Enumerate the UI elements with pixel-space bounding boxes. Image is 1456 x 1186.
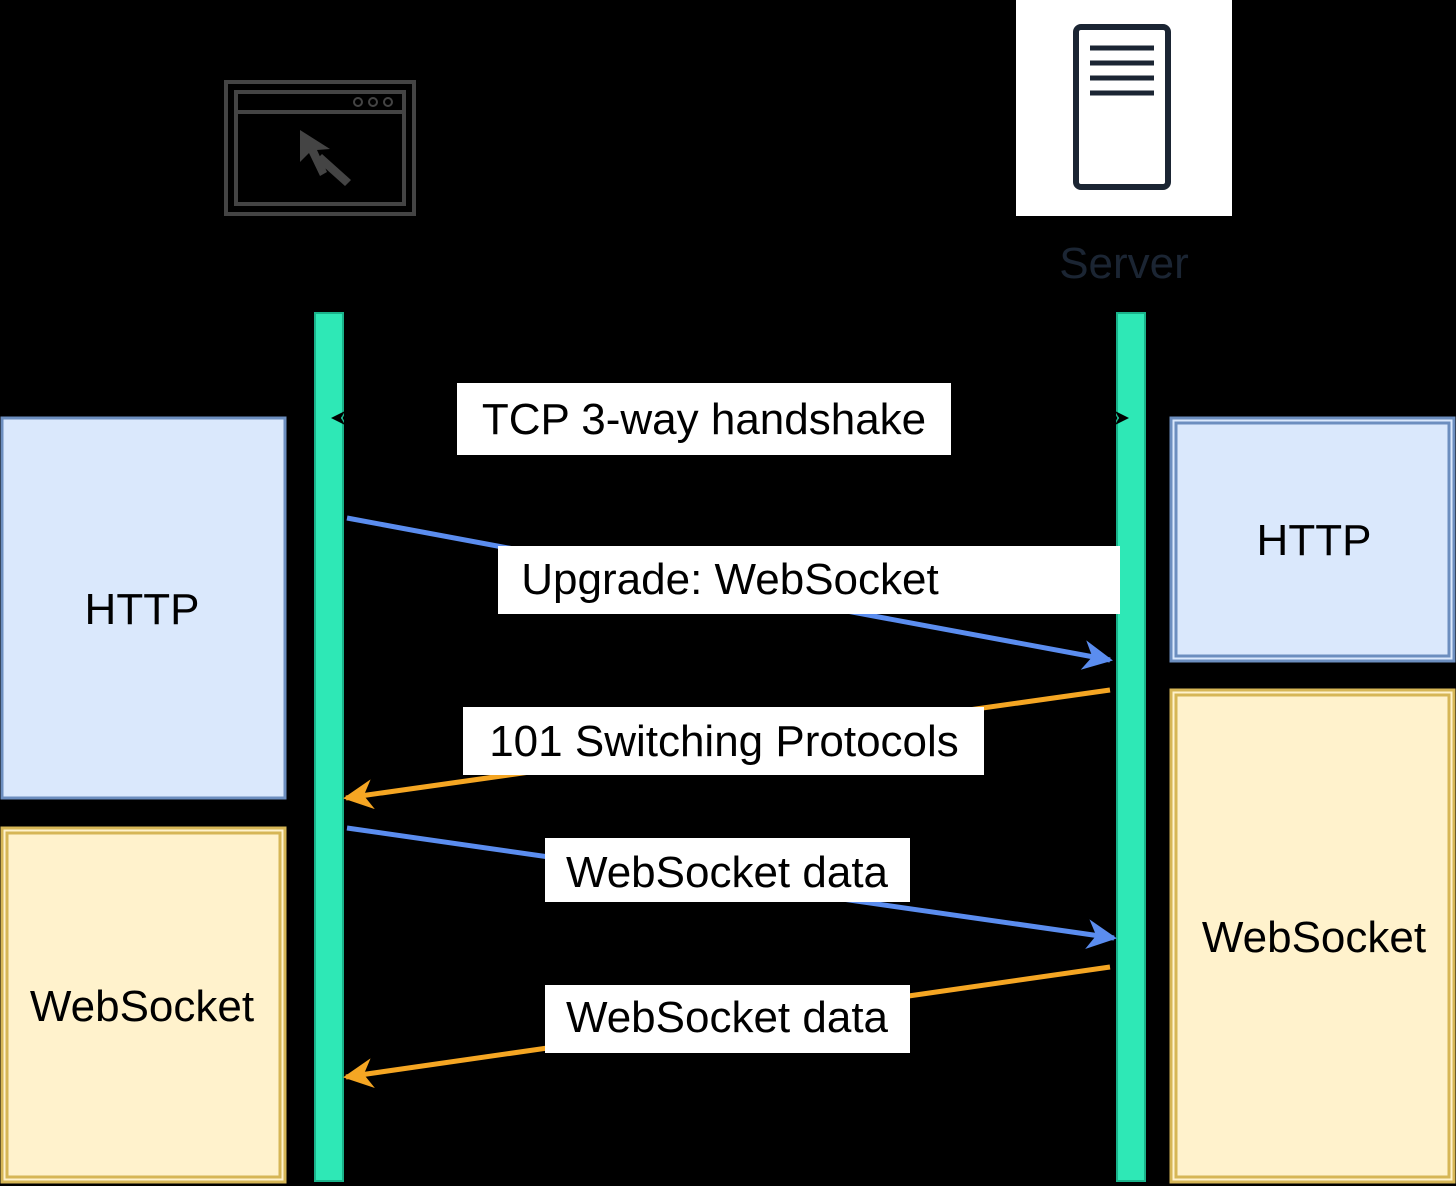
server-http-label: HTTP (1257, 516, 1372, 565)
cursor-icon (300, 130, 351, 186)
tcp-handshake-message: TCP 3-way handshake (331, 383, 1129, 455)
upgrade-request-message: Upgrade: WebSocket (346, 515, 1120, 670)
switching-protocols-label: 101 Switching Protocols (489, 717, 959, 766)
upgrade-request-label: Upgrade: WebSocket (521, 555, 938, 604)
server-lifeline (1116, 312, 1146, 1182)
websocket-data-response-label: WebSocket data (566, 993, 889, 1042)
websocket-data-request-message: WebSocket data (346, 825, 1117, 950)
server-icon (1016, 0, 1232, 216)
server-websocket-layer: WebSocket (1169, 688, 1456, 1184)
switching-protocols-message: 101 Switching Protocols (343, 687, 1111, 810)
client-websocket-label: WebSocket (30, 982, 254, 1031)
tcp-handshake-label: TCP 3-way handshake (482, 395, 926, 444)
browser-window-icon (224, 80, 416, 216)
server-caption: Server (1059, 239, 1189, 288)
websocket-data-response-message: WebSocket data (343, 964, 1111, 1088)
client-lifeline (314, 312, 344, 1182)
client-http-label: HTTP (85, 585, 200, 634)
server-websocket-label: WebSocket (1202, 913, 1426, 962)
websocket-data-request-label: WebSocket data (566, 848, 889, 897)
client-http-layer: HTTP (0, 416, 287, 800)
client-websocket-layer: WebSocket (0, 826, 287, 1184)
server-http-layer: HTTP (1169, 416, 1456, 663)
